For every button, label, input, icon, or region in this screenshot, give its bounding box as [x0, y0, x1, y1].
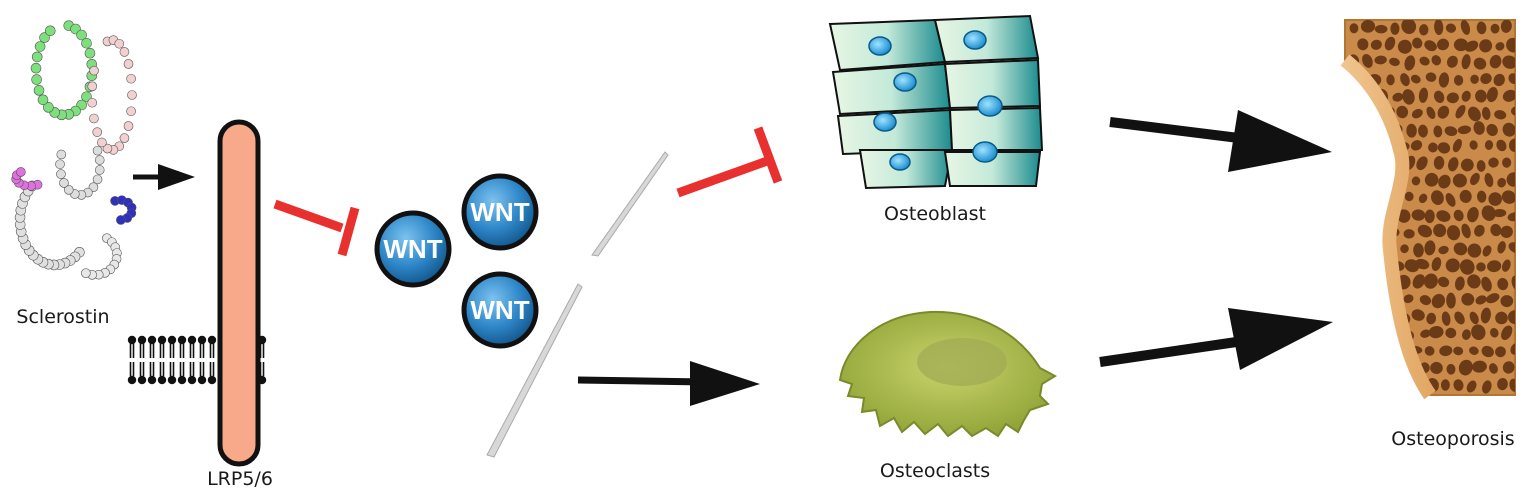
- lrp-receptor-icon: [217, 119, 261, 467]
- osteoclasts-label: Osteoclasts: [879, 460, 991, 482]
- inhibit-wnt-osteoblast: [676, 126, 783, 198]
- arrow-wnt-to-osteoclasts: [577, 361, 760, 406]
- wnt-molecule-1: WNT: [374, 210, 452, 288]
- inhibit-receptor-wnt: [273, 199, 360, 257]
- sclerostin-protein-icon: [11, 20, 137, 280]
- osteoblast-label: Osteoblast: [884, 203, 986, 225]
- svg-text:WNT: WNT: [470, 295, 529, 325]
- arrow-osteoblast-to-osteoporosis: [1109, 110, 1332, 172]
- osteoporosis-bone-icon: [1340, 19, 1516, 400]
- lrp-label: LRP5/6: [207, 468, 273, 490]
- osteoclast-cell-icon: [838, 310, 1058, 438]
- wnt-molecule-2: WNT: [461, 173, 539, 251]
- wnt-molecule-3: WNT: [461, 271, 539, 349]
- signal-lines: [486, 151, 669, 458]
- arrow-osteoclasts-to-osteoporosis: [1099, 308, 1333, 370]
- cell-membrane-icon: [127, 335, 267, 385]
- svg-text:WNT: WNT: [383, 234, 442, 264]
- arrow-sclerostin-to-receptor: [133, 164, 195, 190]
- svg-text:WNT: WNT: [470, 197, 529, 227]
- sclerostin-label: Sclerostin: [16, 306, 110, 328]
- osteoblast-cells-icon: [828, 14, 1044, 190]
- osteoporosis-label: Osteoporosis: [1391, 428, 1515, 450]
